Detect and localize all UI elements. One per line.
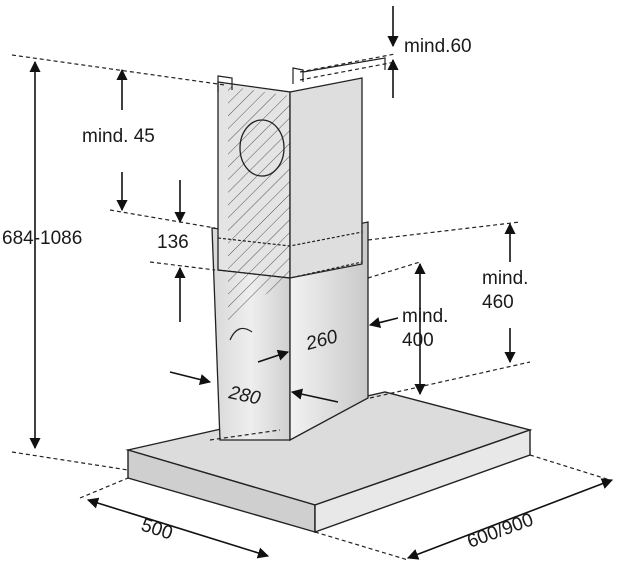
duct-opening	[239, 119, 285, 177]
label-mind45: mind. 45	[82, 126, 155, 147]
wall-arrow	[368, 317, 399, 328]
label-mind400-b: 400	[402, 330, 434, 351]
bracket-top	[302, 57, 386, 73]
label-mind460-b: 460	[482, 292, 514, 313]
bracket-right	[292, 67, 304, 84]
upper-chimney-hatch	[228, 86, 290, 320]
arc-mark	[229, 327, 253, 341]
d280-arrow-right	[290, 388, 339, 403]
d600-arrow	[406, 478, 614, 560]
label-500: 500	[138, 515, 175, 545]
label-mind60: mind.60	[404, 36, 472, 57]
label-600-900: 600/900	[465, 509, 537, 552]
bracket-left	[217, 75, 233, 92]
upper-chimney	[217, 57, 386, 341]
overlap-band-lower	[217, 261, 363, 279]
d260-arrow	[257, 349, 290, 363]
label-mind460-a: mind.	[482, 268, 528, 289]
dimension-arrows	[29, 6, 614, 560]
upper-chimney-side	[289, 77, 363, 279]
overlap-band	[217, 231, 363, 247]
label-total-height: 684-1086	[2, 228, 82, 249]
label-136: 136	[157, 232, 189, 253]
d500-arrow	[86, 497, 270, 559]
d280-arrow-left	[169, 371, 212, 385]
label-mind400-a: mind.	[402, 306, 448, 327]
